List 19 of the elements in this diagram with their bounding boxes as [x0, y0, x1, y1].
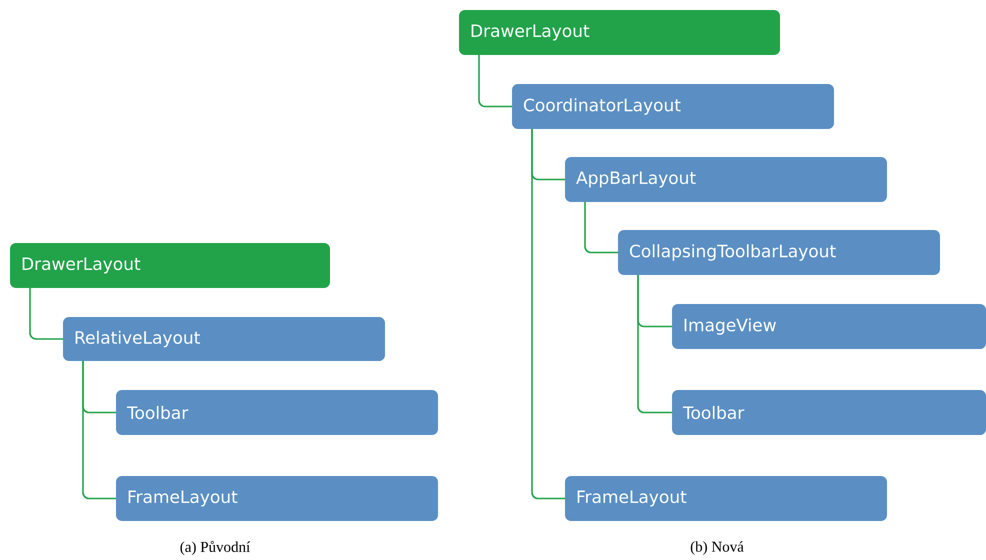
connector-line — [584, 202, 618, 254]
caption: (a) Původní — [180, 541, 250, 556]
layout-box: CoordinatorLayout — [512, 84, 834, 129]
connector-line — [82, 361, 116, 500]
layout-box: Toolbar — [672, 390, 986, 435]
connector-line — [531, 129, 565, 500]
layout-box: FrameLayout — [116, 476, 438, 521]
caption: (b) Nová — [690, 541, 744, 555]
connector-line — [478, 55, 512, 108]
layout-box: RelativeLayout — [63, 317, 385, 361]
layout-box: FrameLayout — [565, 476, 887, 521]
layout-box: Toolbar — [116, 390, 438, 435]
connector-line — [637, 275, 672, 414]
layout-box: AppBarLayout — [565, 157, 887, 202]
layout-box: DrawerLayout — [10, 243, 330, 288]
layout-box: CollapsingToolbarLayout — [618, 230, 940, 275]
layout-box: ImageView — [672, 304, 986, 349]
layout-box: DrawerLayout — [459, 10, 780, 55]
connector-line — [29, 288, 63, 340]
